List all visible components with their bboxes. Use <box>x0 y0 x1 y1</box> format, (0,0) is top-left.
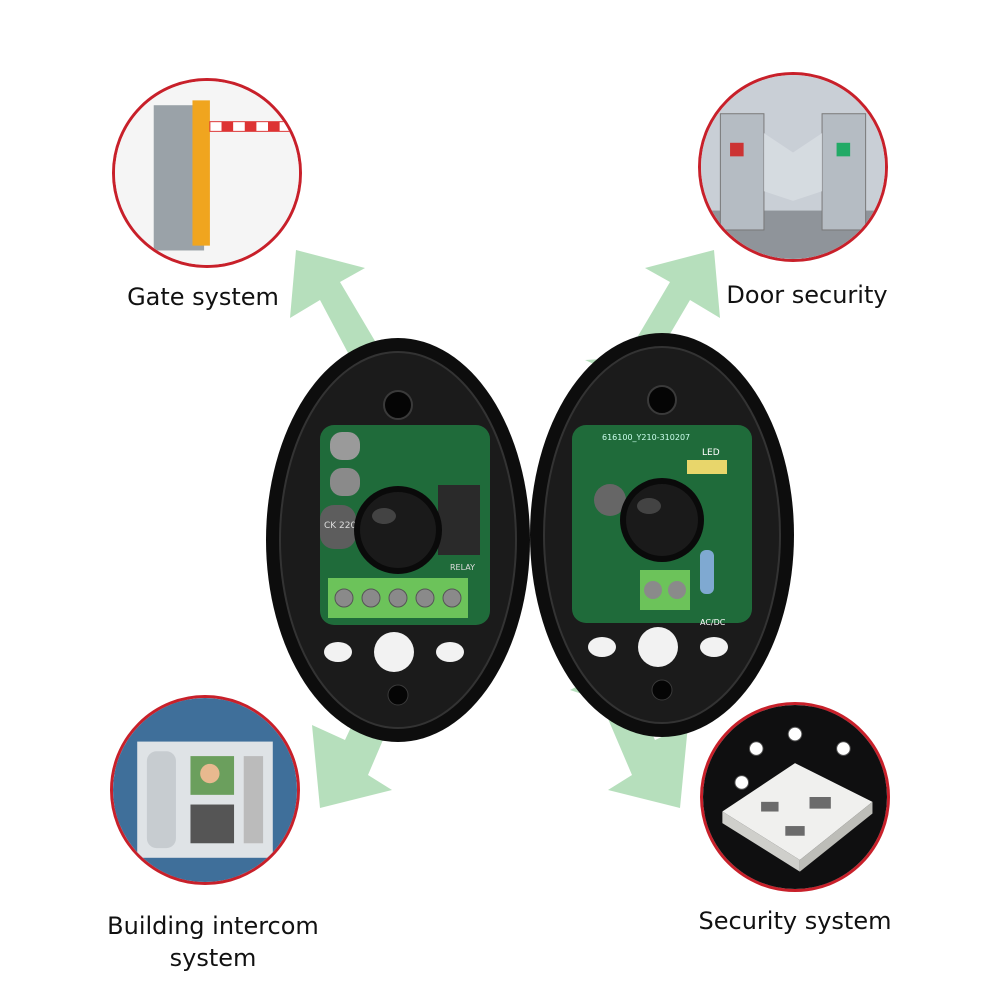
security-system-image <box>700 702 890 892</box>
gate-system-label: Gate system <box>127 283 279 311</box>
svg-text:RELAY: RELAY <box>450 563 475 572</box>
capacitor-text: CK 220 16V <box>324 521 378 531</box>
door-security-label: Door security <box>726 281 888 309</box>
right-sensor-unit: 616100_Y210-310207 LED AC/DC <box>530 333 794 737</box>
security-system-label: Security system <box>698 907 892 935</box>
turnstile-icon <box>701 75 885 259</box>
intercom-image <box>110 695 300 885</box>
board-code-text: 616100_Y210-310207 <box>602 433 690 442</box>
intercom-label-line1: Building intercom <box>107 912 319 940</box>
svg-text:AC/DC: AC/DC <box>700 618 726 627</box>
arrow-to-gate <box>290 250 420 385</box>
door-security-image <box>698 72 888 262</box>
intercom-panel-icon <box>113 698 297 882</box>
intercom-label-line2: system <box>169 944 257 972</box>
smart-home-floorplan-icon <box>703 705 887 889</box>
arrow-to-door <box>585 250 720 385</box>
intercom-label: Building intercom system <box>88 910 338 974</box>
svg-text:LED: LED <box>702 448 720 458</box>
arrow-to-security <box>570 665 688 808</box>
barrier-gate-icon <box>115 81 299 265</box>
gate-system-image <box>112 78 302 268</box>
left-sensor-unit: CK 220 16V RELAY <box>266 338 530 742</box>
